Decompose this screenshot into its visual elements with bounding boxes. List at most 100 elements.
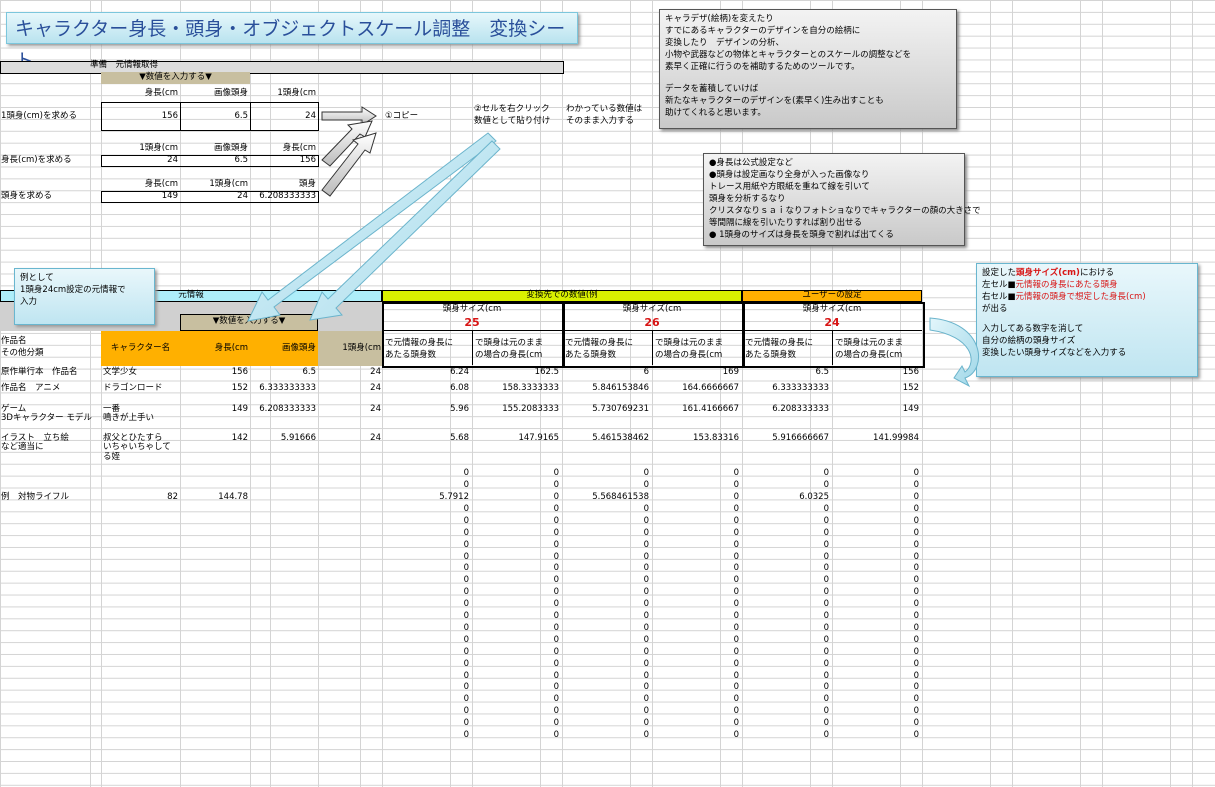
row-image-heads[interactable]: 6.5 (302, 367, 316, 377)
row-one-head: 24 (370, 433, 381, 443)
row-converted-value: 6.5 (815, 367, 829, 377)
head-size-26[interactable]: 26 (644, 316, 660, 329)
calc3-h3: 頭身 (298, 179, 316, 189)
user-box-24 (742, 302, 925, 368)
zero-cell: 0 (643, 611, 649, 621)
hdr-image-heads: 画像頭身 (213, 88, 248, 98)
zero-cell: 0 (463, 528, 469, 538)
zero-cell: 0 (823, 575, 829, 585)
zero-cell: 0 (463, 611, 469, 621)
sub-right-1b: の場合の身長(cm (475, 350, 543, 360)
head-size-24[interactable]: 24 (824, 316, 840, 329)
zero-cell: 0 (463, 623, 469, 633)
band-user (742, 290, 922, 302)
row-converted-value: 6.08 (450, 383, 469, 393)
calc2-v2[interactable]: 6.5 (234, 155, 248, 165)
row-character[interactable]: 一番 鳴きが上手い (103, 404, 155, 424)
calc2-v3[interactable]: 156 (299, 155, 316, 165)
calc3-v2[interactable]: 24 (237, 191, 248, 201)
zero-cell: 0 (553, 671, 559, 681)
zero-cell: 0 (643, 528, 649, 538)
calc1-v2[interactable]: 6.5 (234, 111, 248, 121)
calc2-v1[interactable]: 24 (167, 155, 178, 165)
row-height[interactable]: 156 (231, 367, 248, 377)
head-size-label-3: 頭身サイズ(cm (802, 304, 862, 314)
zero-cell: 0 (733, 528, 739, 538)
zero-cell: 0 (913, 480, 919, 490)
zero-cell: 0 (913, 694, 919, 704)
zero-cell: 0 (463, 468, 469, 478)
calc2-h3: 身長(cm (282, 143, 316, 153)
band-convert-label: 変換先での数値(例 (526, 290, 598, 300)
example-converted: 0 (733, 492, 739, 502)
zero-cell: 0 (643, 682, 649, 692)
zero-cell: 0 (553, 611, 559, 621)
zero-cell: 0 (463, 635, 469, 645)
sub-left-2b: あたる頭身数 (565, 350, 617, 360)
row-image-heads[interactable]: 6.333333333 (259, 383, 316, 393)
row-converted-value: 5.96 (450, 404, 469, 414)
zero-cell: 0 (553, 575, 559, 585)
zero-cell: 0 (553, 528, 559, 538)
example-value[interactable]: 82 (167, 492, 178, 502)
zero-cell: 0 (823, 647, 829, 657)
example-height[interactable]: 144.78 (218, 492, 248, 502)
row-height[interactable]: 142 (231, 433, 248, 443)
row-character[interactable]: 文学少女 (103, 367, 138, 377)
zero-cell: 0 (553, 706, 559, 716)
zero-cell: 0 (553, 587, 559, 597)
calc3-v1[interactable]: 149 (161, 191, 178, 201)
zero-cell: 0 (553, 694, 559, 704)
zero-cell: 0 (913, 563, 919, 573)
zero-cell: 0 (553, 647, 559, 657)
calc1-v3[interactable]: 24 (305, 111, 316, 121)
arrow-right-icon (321, 106, 377, 197)
sheet-title: キャラクター身長・頭身・オブジェクトスケール調整 変換シート (6, 12, 578, 72)
calc2-h2: 画像頭身 (213, 143, 248, 153)
step2-line2: 数値として貼り付け (474, 116, 551, 126)
zero-cell: 0 (733, 587, 739, 597)
zero-cell: 0 (643, 504, 649, 514)
example-work: 例 対物ライフル (1, 492, 70, 502)
zero-cell: 0 (463, 563, 469, 573)
zero-cell: 0 (643, 552, 649, 562)
calc1-v1[interactable]: 156 (161, 111, 178, 121)
zero-cell: 0 (553, 599, 559, 609)
col-img-bg (250, 331, 318, 366)
row-one-head: 24 (370, 404, 381, 414)
row-image-heads[interactable]: 6.208333333 (259, 404, 316, 414)
zero-cell: 0 (643, 623, 649, 633)
head-size-25[interactable]: 25 (464, 316, 480, 329)
zero-cell: 0 (733, 552, 739, 562)
col-onehead-bg (318, 331, 382, 366)
zero-cell: 0 (913, 540, 919, 550)
calc-box-3 (101, 191, 319, 203)
zero-cell: 0 (643, 706, 649, 716)
zero-cell: 0 (553, 635, 559, 645)
example-converted: 0 (913, 492, 919, 502)
zero-cell: 0 (733, 718, 739, 728)
row-one-head: 24 (370, 367, 381, 377)
zero-cell: 0 (463, 682, 469, 692)
zero-cell: 0 (913, 706, 919, 716)
row-height[interactable]: 152 (231, 383, 248, 393)
example-converted: 0 (553, 492, 559, 502)
zero-cell: 0 (913, 611, 919, 621)
zero-cell: 0 (823, 611, 829, 621)
head-size-label-1: 頭身サイズ(cm (442, 304, 502, 314)
zero-cell: 0 (913, 623, 919, 633)
row-character[interactable]: 叔父とひたすら いちゃいちゃして る姪 (103, 433, 171, 462)
prep-label: 準備 元情報取得 (90, 60, 159, 70)
row-character[interactable]: ドラゴンロード (103, 383, 163, 393)
row-converted-value: 153.83316 (693, 433, 739, 443)
row-converted-value: 169 (722, 367, 739, 377)
zero-cell: 0 (823, 516, 829, 526)
col-work-2: その他分類 (1, 348, 44, 358)
sub-left-1a: で元情報の身長に (385, 338, 454, 348)
step3-line2: そのまま入力する (566, 116, 635, 126)
row-image-heads[interactable]: 5.91666 (280, 433, 316, 443)
zero-cell: 0 (463, 659, 469, 669)
calc3-v3[interactable]: 6.208333333 (259, 191, 316, 201)
sub-right-3a: で頭身は元のまま (835, 338, 904, 348)
row-height[interactable]: 149 (231, 404, 248, 414)
